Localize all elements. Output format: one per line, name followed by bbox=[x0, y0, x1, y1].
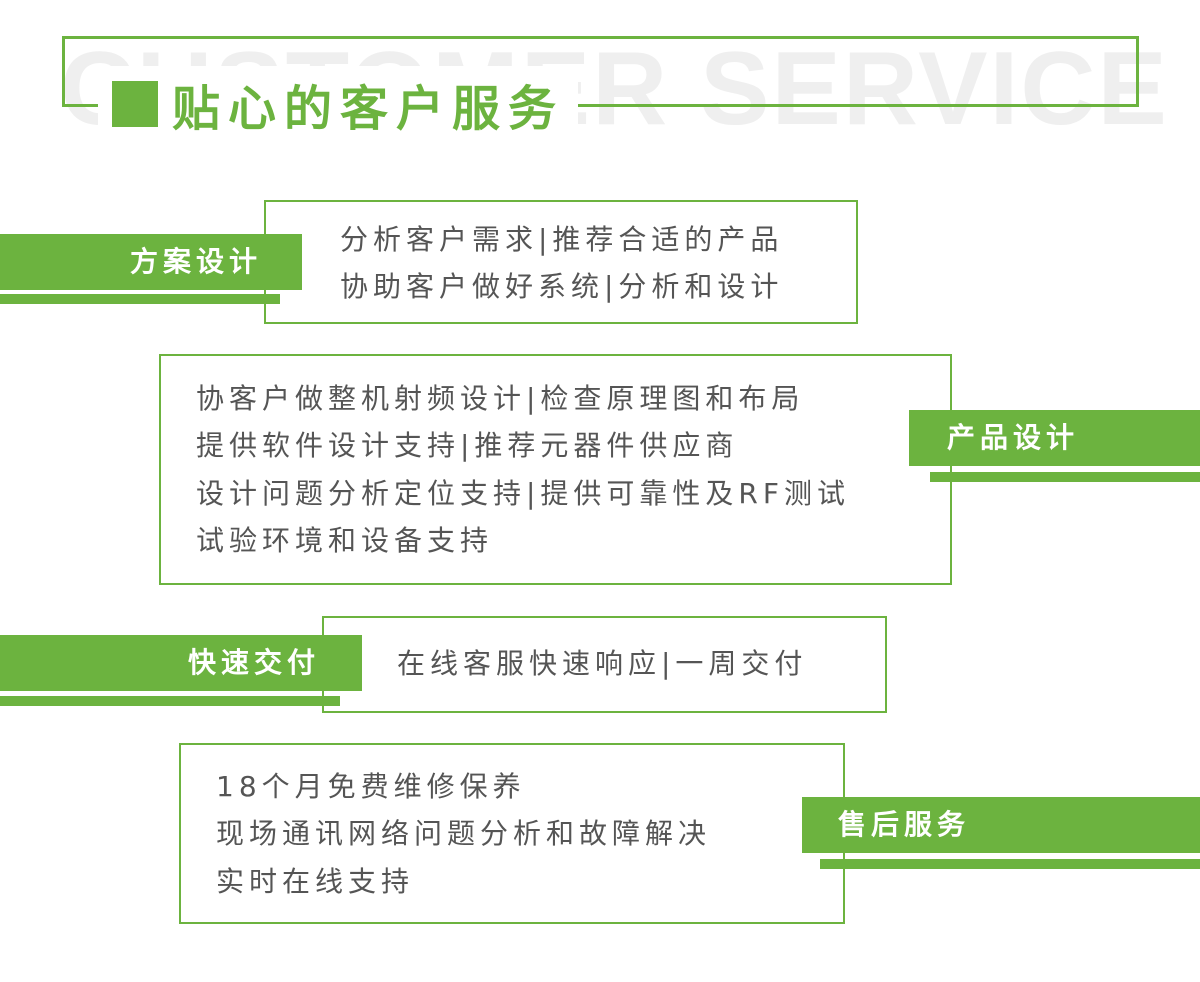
content-line: 分析客户需求|推荐合适的产品 bbox=[340, 223, 784, 256]
header-frame bbox=[62, 36, 1139, 107]
content-box bbox=[322, 616, 887, 713]
title-square-icon bbox=[112, 81, 158, 127]
header-title-block: 贴心的客户服务 bbox=[98, 66, 579, 142]
content-line: 试验环境和设备支持 bbox=[196, 524, 494, 557]
label-underline-stripe bbox=[0, 294, 280, 304]
label-underline-stripe bbox=[930, 472, 1200, 482]
content-line: 18个月免费维修保养 bbox=[216, 770, 526, 803]
content-line: 现场通讯网络问题分析和故障解决 bbox=[216, 817, 712, 850]
content-line: 提供软件设计支持|推荐元器件供应商 bbox=[196, 429, 739, 462]
content-box bbox=[159, 354, 952, 585]
section-label: 产品设计 bbox=[909, 410, 1200, 466]
section-label: 售后服务 bbox=[802, 797, 1200, 853]
page-title: 贴心的客户服务 bbox=[172, 81, 565, 137]
section-label: 方案设计 bbox=[0, 234, 302, 290]
content-line: 协客户做整机射频设计|检查原理图和布局 bbox=[196, 382, 805, 415]
content-line: 协助客户做好系统|分析和设计 bbox=[340, 270, 784, 303]
content-box bbox=[264, 200, 858, 324]
label-underline-stripe bbox=[820, 859, 1200, 869]
content-line: 实时在线支持 bbox=[216, 865, 415, 898]
content-box bbox=[179, 743, 845, 924]
content-line: 在线客服快速响应|一周交付 bbox=[397, 647, 808, 680]
section-label: 快速交付 bbox=[0, 635, 362, 691]
label-underline-stripe bbox=[0, 696, 340, 706]
content-line: 设计问题分析定位支持|提供可靠性及RF测试 bbox=[196, 477, 850, 510]
